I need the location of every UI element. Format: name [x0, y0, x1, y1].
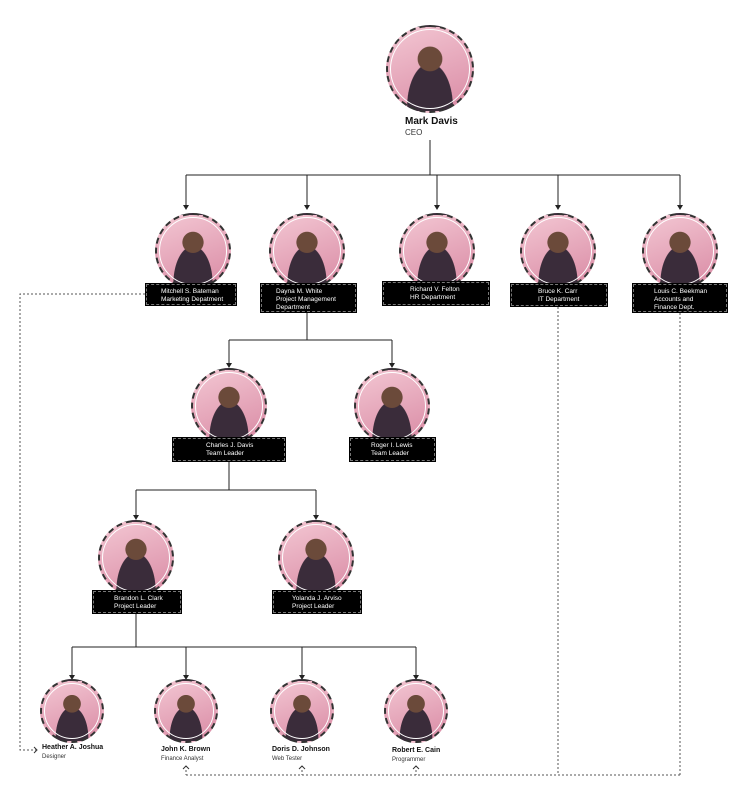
person-title: Marketing Depatment — [161, 296, 224, 303]
person-name: Bruce K. Carr — [538, 288, 578, 295]
ceo-name: Mark Davis — [405, 116, 458, 127]
department-head-photo — [155, 213, 231, 289]
person-title: Finance Analyst — [161, 756, 204, 762]
person-name: Mitchell S. Bateman — [161, 288, 219, 295]
project-leader-photo — [98, 520, 174, 596]
person-title: Project Leader — [292, 603, 335, 610]
person-name: Heather A. Joshua — [42, 744, 104, 751]
ceo-title: CEO — [405, 128, 423, 137]
person-title: Programmer — [392, 757, 426, 763]
person-name: John K. Brown — [161, 746, 211, 753]
person-title: HR Department — [410, 294, 456, 301]
person-title: Finance Dept. — [654, 304, 695, 311]
person-name: Dayna M. White — [276, 288, 323, 295]
person-title: Project Management — [276, 296, 336, 303]
staff-photo — [40, 679, 104, 743]
person-name: Charles J. Davis — [206, 442, 254, 449]
department-head-photo — [520, 213, 596, 289]
staff-photo — [384, 679, 448, 743]
department-head-photo — [399, 213, 475, 289]
person-title: Team Leader — [206, 450, 244, 457]
person-title: Web Tester — [272, 756, 303, 762]
team-leader-photo — [354, 368, 430, 444]
person-name: Louis C. Beekman — [654, 288, 708, 295]
person-title: Team Leader — [371, 450, 409, 457]
person-title: IT Department — [538, 296, 580, 303]
person-name: Doris D. Johnson — [272, 746, 330, 753]
person-name: Roger I. Lewis — [371, 442, 413, 449]
department-head-photo — [269, 213, 345, 289]
project-leader-photo — [278, 520, 354, 596]
person-title: Accounts and — [654, 296, 694, 303]
person-title: Department — [276, 304, 310, 311]
person-name: Robert E. Cain — [392, 747, 441, 754]
person-name: Richard V. Felton — [410, 286, 460, 293]
person-name: Brandon L. Clark — [114, 595, 163, 602]
department-head-photo — [642, 213, 718, 289]
staff-photo — [270, 679, 334, 743]
person-title: Designer — [42, 754, 67, 760]
ceo-photo — [386, 25, 474, 113]
team-leader-photo — [191, 368, 267, 444]
staff-photo — [154, 679, 218, 743]
person-name: Yolanda J. Arviso — [292, 595, 342, 602]
person-title: Project Leader — [114, 603, 157, 610]
